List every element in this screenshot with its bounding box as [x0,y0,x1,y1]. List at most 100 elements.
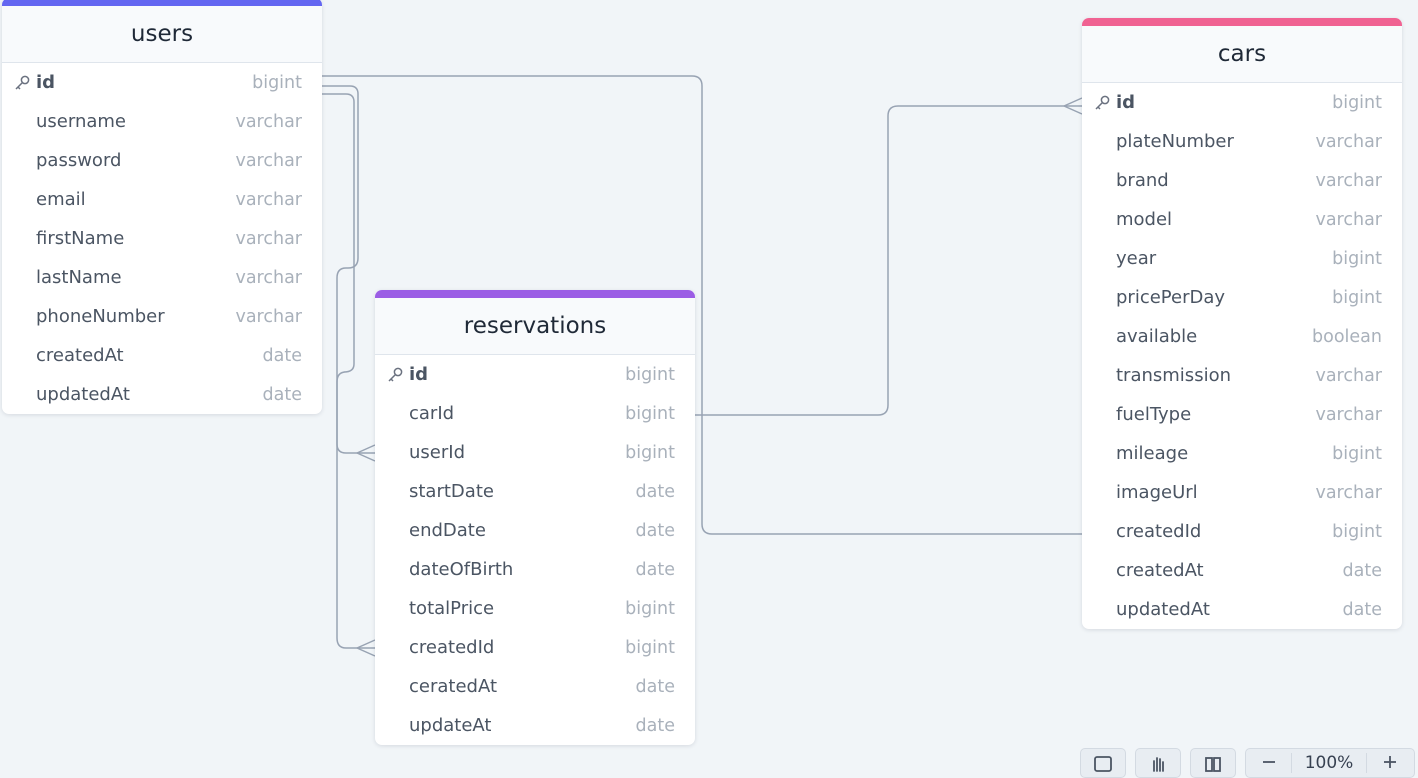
column-type: varchar [1315,131,1382,152]
fit-view-icon [1094,756,1112,772]
column-type: bigint [252,72,302,93]
column-row-totalPrice[interactable]: totalPrice bigint [375,589,695,628]
column-type: varchar [235,111,302,132]
column-type: varchar [1315,482,1382,503]
column-name: createdId [409,637,495,658]
column-row-createdAt[interactable]: createdAt date [2,336,322,375]
table-cars-header[interactable]: cars [1082,18,1402,83]
crowfoot-reservations-userid [356,444,376,462]
column-name: model [1116,209,1173,230]
column-type: bigint [625,637,675,658]
column-name: startDate [409,481,494,502]
relation-users-reservations-user [322,85,375,454]
layout-icon [1205,757,1221,772]
column-name: available [1116,326,1198,347]
zoom-level[interactable]: 100% [1291,753,1367,773]
column-row-lastName[interactable]: lastName varchar [2,258,322,297]
table-reservations-title: reservations [463,313,607,339]
column-name: transmission [1116,365,1231,386]
column-row-id[interactable]: id bigint [2,63,322,102]
table-reservations-header[interactable]: reservations [375,290,695,355]
fit-view-button[interactable] [1080,748,1126,778]
column-name: password [36,150,122,171]
column-row-createdId[interactable]: createdId bigint [375,628,695,667]
column-type: date [635,715,675,736]
column-type: date [1342,560,1382,581]
column-type: varchar [235,267,302,288]
column-name: updatedAt [36,384,130,405]
table-users-title: users [130,21,194,47]
auto-layout-button[interactable] [1190,748,1236,778]
column-type: bigint [1332,521,1382,542]
table-users-header[interactable]: users [2,0,322,63]
zoom-in-button[interactable] [1367,753,1414,771]
column-row-id[interactable]: id bigint [1082,83,1402,122]
column-name: endDate [409,520,486,541]
zoom-control: 100% [1245,748,1415,778]
column-type: date [1342,599,1382,620]
column-type: varchar [235,306,302,327]
zoom-out-button[interactable] [1246,753,1291,771]
column-row-createdAt[interactable]: createdAt date [1082,551,1402,590]
table-cars-title: cars [1217,41,1267,67]
column-type: varchar [235,189,302,210]
column-row-password[interactable]: password varchar [2,141,322,180]
column-row-updatedAt[interactable]: updatedAt date [1082,590,1402,629]
column-name: id [36,72,56,93]
primary-key-icon [15,75,30,90]
column-name: dateOfBirth [409,559,514,580]
zoom-in-icon [1384,756,1397,768]
column-name: createdAt [1116,560,1204,581]
column-type: bigint [625,598,675,619]
column-name: id [1116,92,1136,113]
crowfoot-cars-id [1063,97,1083,115]
column-name: lastName [36,267,122,288]
column-type: bigint [1332,248,1382,269]
zoom-out-icon [1262,761,1275,763]
column-row-model[interactable]: model varchar [1082,200,1402,239]
primary-key-icon [388,367,403,382]
column-type: varchar [235,150,302,171]
column-name: updatedAt [1116,599,1210,620]
column-type: bigint [1332,287,1382,308]
column-name: fuelType [1116,404,1192,425]
column-type: date [635,676,675,697]
pan-tool-button[interactable] [1135,748,1181,778]
column-type: date [262,345,302,366]
column-type: bigint [1332,92,1382,113]
column-name: mileage [1116,443,1189,464]
column-name: totalPrice [409,598,495,619]
column-type: varchar [1315,209,1382,230]
column-type: bigint [625,403,675,424]
column-name: createdAt [36,345,124,366]
